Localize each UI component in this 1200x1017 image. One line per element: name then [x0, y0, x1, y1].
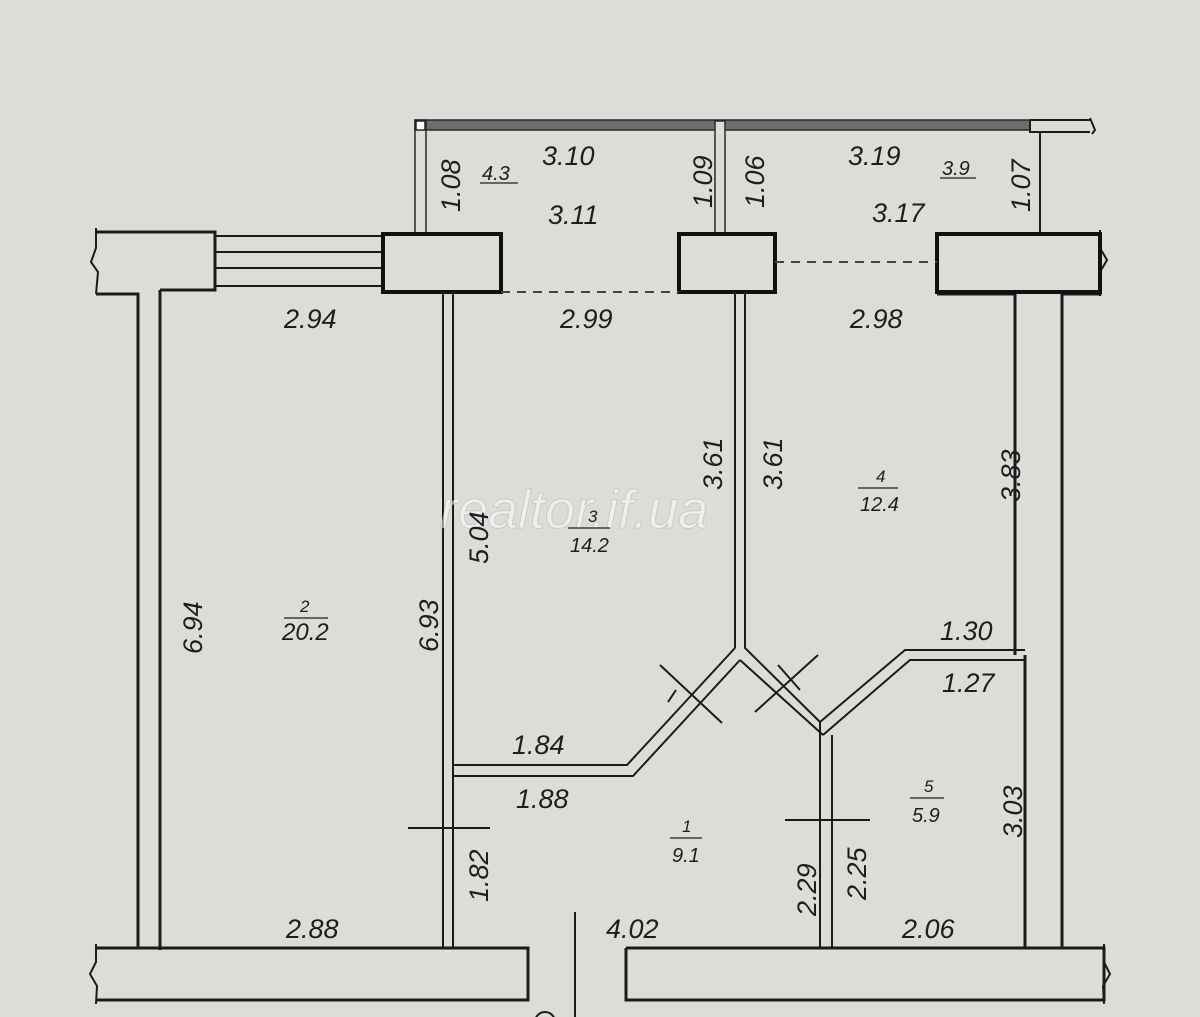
svg-text:3.17: 3.17: [872, 198, 926, 228]
balcony-break-mark: [1089, 117, 1097, 135]
balcony: [414, 117, 1097, 237]
bottom-right-wall: [624, 946, 1106, 1002]
svg-text:1.27: 1.27: [942, 668, 996, 698]
svg-text:5: 5: [924, 777, 934, 796]
column-left: [381, 232, 503, 294]
svg-text:14.2: 14.2: [570, 535, 609, 557]
svg-text:1.88: 1.88: [516, 784, 569, 814]
svg-text:1.07: 1.07: [1006, 158, 1036, 212]
svg-text:6.93: 6.93: [414, 599, 444, 652]
svg-text:3.9: 3.9: [942, 158, 970, 180]
interior-walls: [408, 292, 1025, 948]
room-5-label: 5 5.9: [910, 777, 944, 827]
entrance-mark: [535, 1011, 555, 1017]
balcony-labels: 4.3 3.9 3.10 3.11 3.19 3.17 1.08 1.09 1.…: [436, 141, 1036, 230]
balcony-corner-post: [415, 120, 426, 131]
room-4-label: 4 12.4: [858, 467, 899, 516]
right-wall-inner: [1013, 294, 1027, 948]
left-wall: [96, 292, 140, 950]
svg-text:3.83: 3.83: [996, 449, 1026, 502]
svg-text:1.82: 1.82: [464, 849, 494, 902]
bottom-right-break: [1101, 944, 1112, 1005]
svg-text:2.25: 2.25: [842, 846, 872, 901]
room-3-label: 3 14.2: [568, 507, 610, 557]
balcony-left-wall: [414, 119, 427, 236]
svg-text:2.94: 2.94: [283, 304, 337, 334]
svg-text:3: 3: [588, 507, 598, 526]
svg-text:3.10: 3.10: [542, 141, 595, 171]
svg-text:3.11: 3.11: [548, 200, 599, 230]
svg-text:1.09: 1.09: [688, 155, 718, 208]
balcony-right-wall: [1029, 119, 1090, 236]
dimension-labels: 2.94 6.94 6.93 2.88 2.99 5.04 3.61 1.84 …: [178, 304, 1028, 944]
door-room3: [659, 664, 723, 724]
top-left-wall: [96, 230, 217, 292]
svg-text:12.4: 12.4: [860, 494, 899, 516]
top-right-wall: [937, 234, 1104, 950]
svg-text:3.03: 3.03: [998, 785, 1028, 838]
room-2-label: 2 20.2: [281, 597, 329, 646]
watermark: realtor.if.ua: [440, 480, 708, 540]
top-left-break: [89, 228, 100, 295]
svg-text:1.08: 1.08: [436, 159, 466, 212]
svg-text:4.3: 4.3: [482, 163, 510, 185]
column-right: [935, 232, 1102, 294]
svg-text:5.04: 5.04: [464, 511, 494, 564]
svg-text:4: 4: [876, 467, 885, 486]
door-room4: [754, 654, 819, 713]
svg-text:4.02: 4.02: [606, 914, 659, 944]
bottom-left-wall: [96, 946, 530, 1002]
svg-text:2.06: 2.06: [901, 914, 956, 944]
bottom-left-break: [88, 944, 99, 1005]
svg-text:5.9: 5.9: [912, 805, 940, 827]
svg-text:1.84: 1.84: [512, 730, 565, 760]
svg-text:2.88: 2.88: [285, 914, 339, 944]
svg-text:3.19: 3.19: [848, 141, 901, 171]
svg-text:2.29: 2.29: [792, 863, 822, 917]
svg-text:1: 1: [682, 817, 691, 836]
room-1-label: 1 9.1: [670, 817, 702, 867]
svg-text:20.2: 20.2: [281, 619, 329, 646]
svg-text:1.06: 1.06: [740, 154, 770, 208]
svg-text:3.61: 3.61: [758, 437, 788, 490]
svg-text:2.99: 2.99: [559, 304, 613, 334]
column-middle: [677, 232, 777, 294]
svg-text:9.1: 9.1: [672, 845, 700, 867]
svg-text:3.61: 3.61: [698, 437, 728, 490]
svg-text:2.98: 2.98: [849, 304, 903, 334]
window-top-left: [215, 235, 383, 287]
svg-text:1.30: 1.30: [940, 616, 993, 646]
svg-text:2: 2: [299, 597, 310, 616]
svg-text:6.94: 6.94: [178, 601, 208, 654]
